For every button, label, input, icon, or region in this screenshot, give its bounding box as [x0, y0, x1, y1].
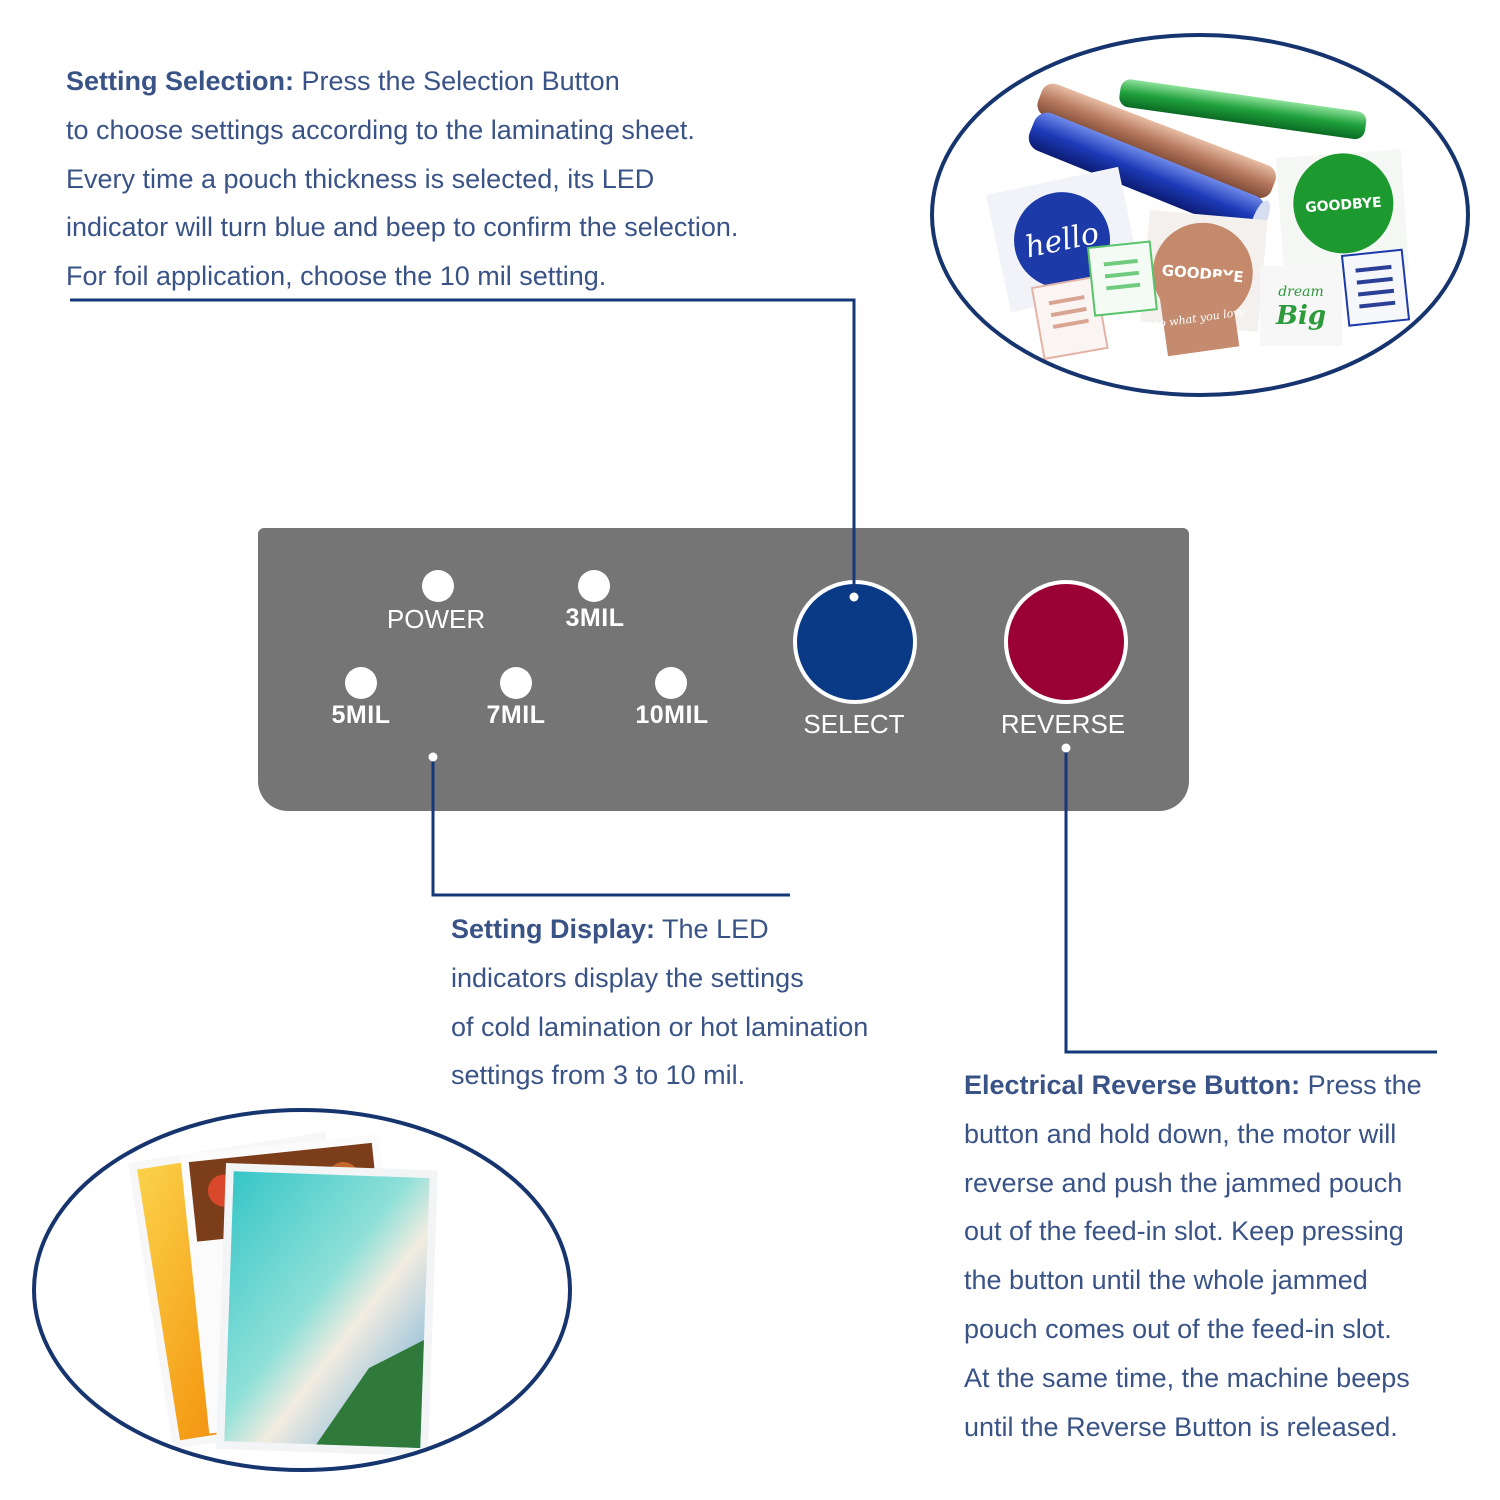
- callout-line: settings from 3 to 10 mil.: [451, 1060, 746, 1091]
- reverse-button[interactable]: [1004, 580, 1128, 704]
- copper-foil-roll: [1037, 83, 1276, 198]
- green-goodbye-sticker: GOODBYE: [1276, 149, 1410, 278]
- foil-stickers-photo: hello GOODBYE GOODBYE do what you love: [930, 33, 1470, 397]
- callout-line: For foil application, choose the 10 mil …: [66, 261, 607, 292]
- callout-line: Setting Display: The LED: [451, 914, 769, 944]
- power-label: POWER: [386, 604, 486, 634]
- green-foil-roll: [1119, 79, 1367, 140]
- callout-line: the button until the whole jammed: [964, 1265, 1368, 1296]
- callout-line: out of the feed-in slot. Keep pressing: [964, 1216, 1404, 1247]
- reverse-leader-dot: [1061, 743, 1071, 753]
- goodbye-green-text: GOODBYE: [1305, 195, 1382, 216]
- select-label: SELECT: [803, 709, 905, 739]
- dream-big-sticker: dream Big: [1260, 266, 1342, 346]
- callout-line: Every time a pouch thickness is selected…: [66, 163, 655, 194]
- 10mil-led: [655, 667, 687, 699]
- 5mil-label: 5MIL: [331, 701, 391, 729]
- beach-laminated-sheet: [216, 1163, 438, 1457]
- selection-leader-dot: [849, 592, 859, 602]
- callout-heading: Electrical Reverse Button:: [964, 1070, 1301, 1100]
- setting-display-callout: Setting Display: The LED indicators disp…: [451, 905, 868, 1100]
- callout-heading: Setting Display:: [451, 914, 656, 944]
- callout-line: indicators display the settings: [451, 962, 804, 993]
- callout-line: Setting Selection: Press the Selection B…: [66, 66, 620, 96]
- callout-line: indicator will turn blue and beep to con…: [66, 212, 739, 243]
- do-what-sticker: do what you love: [1151, 274, 1247, 357]
- display-leader-dot: [428, 752, 438, 762]
- 10mil-label: 10MIL: [635, 701, 709, 729]
- 7mil-label: 7MIL: [486, 701, 546, 729]
- dream-text: dream: [1278, 284, 1324, 300]
- navy-text-sticker: [1340, 248, 1411, 327]
- reverse-label: REVERSE: [1000, 709, 1126, 739]
- setting-selection-callout: Setting Selection: Press the Selection B…: [66, 57, 738, 301]
- reverse-leader-line: [1064, 748, 1437, 1054]
- oval-frame: [32, 1108, 572, 1472]
- callout-heading: Setting Selection:: [66, 66, 295, 96]
- 7mil-led: [500, 667, 532, 699]
- 3mil-label: 3MIL: [565, 604, 625, 632]
- reverse-button-callout: Electrical Reverse Button: Press the but…: [964, 1061, 1422, 1451]
- callout-line: of cold lamination or hot lamination: [451, 1011, 869, 1042]
- callout-line: reverse and push the jammed pouch: [964, 1167, 1403, 1198]
- 3mil-led: [578, 570, 610, 602]
- small-green-sticker: [1086, 240, 1158, 317]
- selection-leader-line: [70, 298, 856, 597]
- big-text: Big: [1275, 301, 1326, 331]
- callout-line: button and hold down, the motor will: [964, 1118, 1397, 1149]
- callout-line: to choose settings according to the lami…: [66, 114, 695, 145]
- oval-frame: [930, 33, 1470, 397]
- callout-line: until the Reverse Button is released.: [964, 1411, 1398, 1442]
- 5mil-led: [345, 667, 377, 699]
- power-led: [422, 570, 454, 602]
- callout-line: pouch comes out of the feed-in slot.: [964, 1313, 1392, 1344]
- callout-line: At the same time, the machine beeps: [964, 1362, 1410, 1393]
- callout-line: Electrical Reverse Button: Press the: [964, 1070, 1422, 1100]
- display-leader-line: [431, 757, 790, 897]
- laminated-pages-photo: [32, 1108, 572, 1472]
